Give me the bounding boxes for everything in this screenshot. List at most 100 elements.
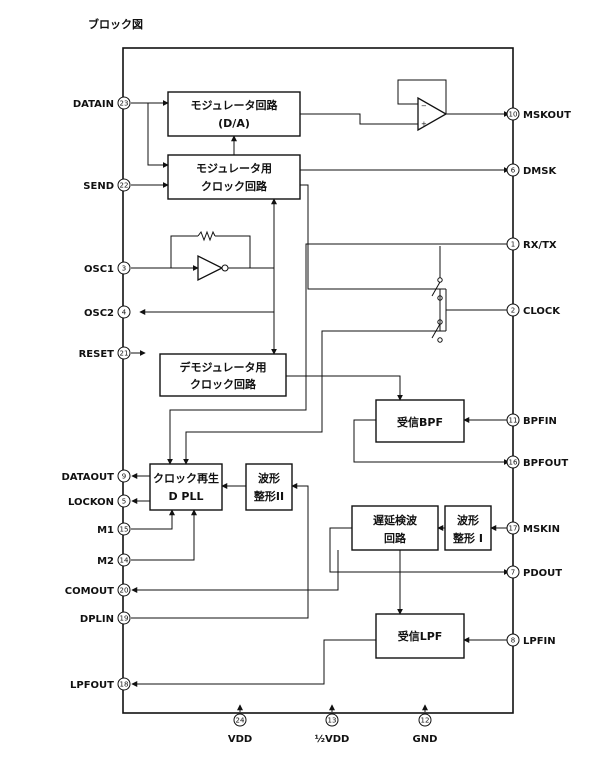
pin-osc2: 4 OSC2 <box>84 305 131 319</box>
svg-text:12: 12 <box>421 717 430 725</box>
waveshaper2-label-1: 波形 <box>258 471 280 485</box>
delay-detect-label-2: 回路 <box>384 531 407 545</box>
pin-send: 22 SEND <box>83 178 131 192</box>
svg-text:23: 23 <box>120 100 129 108</box>
pin-label: SEND <box>83 181 114 192</box>
svg-text:5: 5 <box>122 498 126 506</box>
svg-text:2: 2 <box>511 307 515 315</box>
waveshaper1-block: 波形 整形 I <box>444 505 492 551</box>
pin-bpfout: 16 BPFOUT <box>506 455 568 469</box>
mod-clock-label-2: クロック回路 <box>201 179 268 193</box>
pin-lpfout: 18 LPFOUT <box>70 677 131 691</box>
pin-label: MSKOUT <box>523 110 571 121</box>
pin-label: DATAIN <box>73 99 114 110</box>
svg-text:4: 4 <box>122 309 127 317</box>
pin-label: LPFIN <box>523 636 556 647</box>
pin-pdout: 7 PDOUT <box>506 565 562 579</box>
pin-datain: 23 DATAIN <box>73 96 131 110</box>
pin-label: BPFIN <box>523 416 557 427</box>
signal-wires <box>131 100 510 687</box>
clock-regen-label-1: クロック再生 <box>153 471 219 485</box>
svg-text:17: 17 <box>509 525 518 533</box>
mod-clock-block: モジュレータ用 クロック回路 <box>167 154 301 200</box>
svg-text:11: 11 <box>509 417 518 425</box>
delay-detect-block: 遅延検波 回路 <box>351 505 439 551</box>
svg-text:3: 3 <box>122 265 126 273</box>
pin-label: M2 <box>97 556 114 567</box>
svg-text:14: 14 <box>120 557 129 565</box>
waveshaper1-label-1: 波形 <box>457 513 479 527</box>
pin-comout: 20 COMOUT <box>65 583 131 597</box>
svg-text:19: 19 <box>120 615 129 623</box>
rx-bpf-label: 受信BPF <box>397 415 443 429</box>
modulator-label-2: (D/A) <box>218 117 250 130</box>
waveshaper2-block: 波形 整形II <box>245 463 293 511</box>
pin-label: LOCKON <box>68 497 114 508</box>
svg-text:1: 1 <box>511 241 515 249</box>
pin-bpfin: 11 BPFIN <box>506 413 557 427</box>
rx-bpf-block: 受信BPF <box>375 399 465 443</box>
pin-half-vdd: 13 ½VDD <box>315 704 349 745</box>
pin-rxtx: 1 RX/TX <box>506 237 557 251</box>
svg-text:21: 21 <box>120 350 129 358</box>
pin-label: DPLIN <box>80 614 114 625</box>
modulator-label-1: モジュレータ回路 <box>190 98 278 112</box>
svg-text:16: 16 <box>509 459 518 467</box>
svg-text:20: 20 <box>120 587 129 595</box>
pin-vdd: 24 VDD <box>228 704 252 745</box>
pin-lpfin: 8 LPFIN <box>506 633 556 647</box>
demod-clock-label-2: クロック回路 <box>190 377 257 391</box>
pin-dmsk: 6 DMSK <box>506 163 557 177</box>
pin-label: LPFOUT <box>70 680 114 691</box>
pin-gnd: 12 GND <box>413 704 438 745</box>
pin-label: RESET <box>79 349 115 360</box>
svg-text:6: 6 <box>511 167 516 175</box>
svg-text:+: + <box>421 120 427 128</box>
clock-regen-label-2: D PLL <box>168 490 203 503</box>
pin-label: OSC1 <box>84 264 114 275</box>
pin-label: GND <box>413 734 438 745</box>
clock-regen-block: クロック再生 D PLL <box>149 463 223 511</box>
pin-label: COMOUT <box>65 586 114 597</box>
pin-lockon: 5 LOCKON <box>68 494 131 508</box>
pin-label: DMSK <box>523 166 557 177</box>
oscillator-inverter <box>170 230 251 282</box>
pin-label: VDD <box>228 734 252 745</box>
delay-detect-label-1: 遅延検波 <box>373 513 418 527</box>
svg-text:−: − <box>421 102 427 110</box>
modulator-block: モジュレータ回路 (D/A) <box>167 91 301 137</box>
pin-label: PDOUT <box>523 568 562 579</box>
pin-label: BPFOUT <box>523 458 568 469</box>
svg-text:8: 8 <box>511 637 515 645</box>
pin-dataout: 9 DATAOUT <box>62 469 131 483</box>
svg-text:13: 13 <box>328 717 337 725</box>
pin-mskout: 10 MSKOUT <box>506 107 571 121</box>
svg-text:15: 15 <box>120 526 129 534</box>
waveshaper2-label-2: 整形II <box>253 489 284 503</box>
svg-text:18: 18 <box>120 681 129 689</box>
svg-text:9: 9 <box>122 473 126 481</box>
demod-clock-block: デモジュレータ用 クロック回路 <box>159 353 287 397</box>
pin-m2: 14 M2 <box>97 553 131 567</box>
pin-label: MSKIN <box>523 524 560 535</box>
pin-label: RX/TX <box>523 240 557 251</box>
svg-text:7: 7 <box>511 569 515 577</box>
pin-dplin: 19 DPLIN <box>80 611 131 625</box>
svg-text:24: 24 <box>236 717 245 725</box>
demod-clock-label-1: デモジュレータ用 <box>179 360 266 374</box>
mod-clock-label-1: モジュレータ用 <box>196 162 272 175</box>
output-amplifier: − + <box>397 79 448 132</box>
pin-mskin: 17 MSKIN <box>506 521 560 535</box>
svg-text:10: 10 <box>509 111 518 119</box>
pin-osc1: 3 OSC1 <box>84 261 131 275</box>
pin-label: OSC2 <box>84 308 114 319</box>
pin-reset: 21 RESET <box>79 346 131 360</box>
diagram-title: ブロック図 <box>88 17 143 31</box>
pin-m1: 15 M1 <box>97 522 131 536</box>
chip-outline <box>122 47 514 714</box>
rx-lpf-block: 受信LPF <box>375 613 465 659</box>
rx-lpf-label: 受信LPF <box>398 629 443 643</box>
svg-text:22: 22 <box>120 182 129 190</box>
pin-clock: 2 CLOCK <box>506 303 561 317</box>
